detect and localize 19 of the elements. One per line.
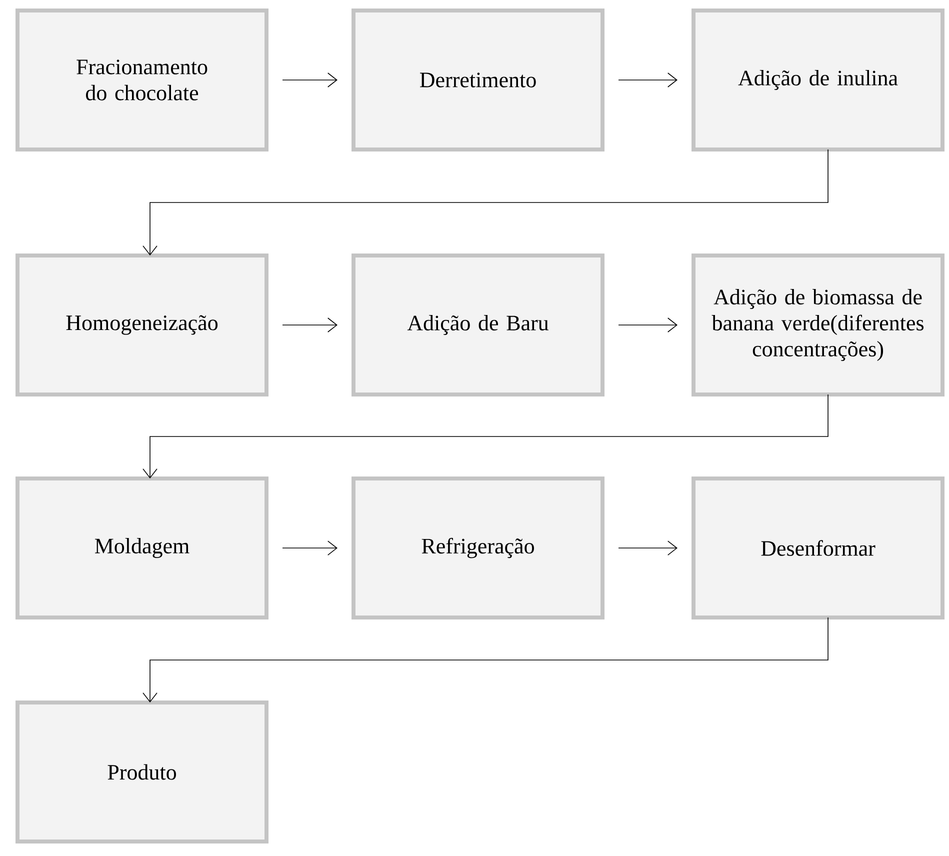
- arrow: [618, 318, 678, 332]
- arrow: [142, 394, 828, 478]
- arrow: [282, 72, 338, 88]
- arrow: [618, 72, 678, 88]
- process-box: Moldagem: [16, 476, 268, 620]
- process-box: Desenformar: [692, 476, 945, 620]
- process-box: Adição de inulina: [692, 8, 945, 152]
- process-box: Derretimento: [352, 8, 604, 152]
- process-box: Homogeneização: [16, 254, 268, 396]
- arrow: [142, 617, 828, 703]
- process-box: Adição de biomassa de banana verde(diferentes concentrações): [692, 254, 945, 396]
- arrow: [618, 540, 678, 556]
- arrow: [282, 540, 338, 556]
- arrow: [282, 318, 338, 332]
- process-box: Adição de Baru: [352, 254, 604, 396]
- process-box: Refrigeração: [352, 476, 604, 620]
- process-box: Fracionamento do chocolate: [16, 8, 268, 152]
- process-box: Produto: [16, 700, 268, 844]
- arrow: [142, 149, 828, 256]
